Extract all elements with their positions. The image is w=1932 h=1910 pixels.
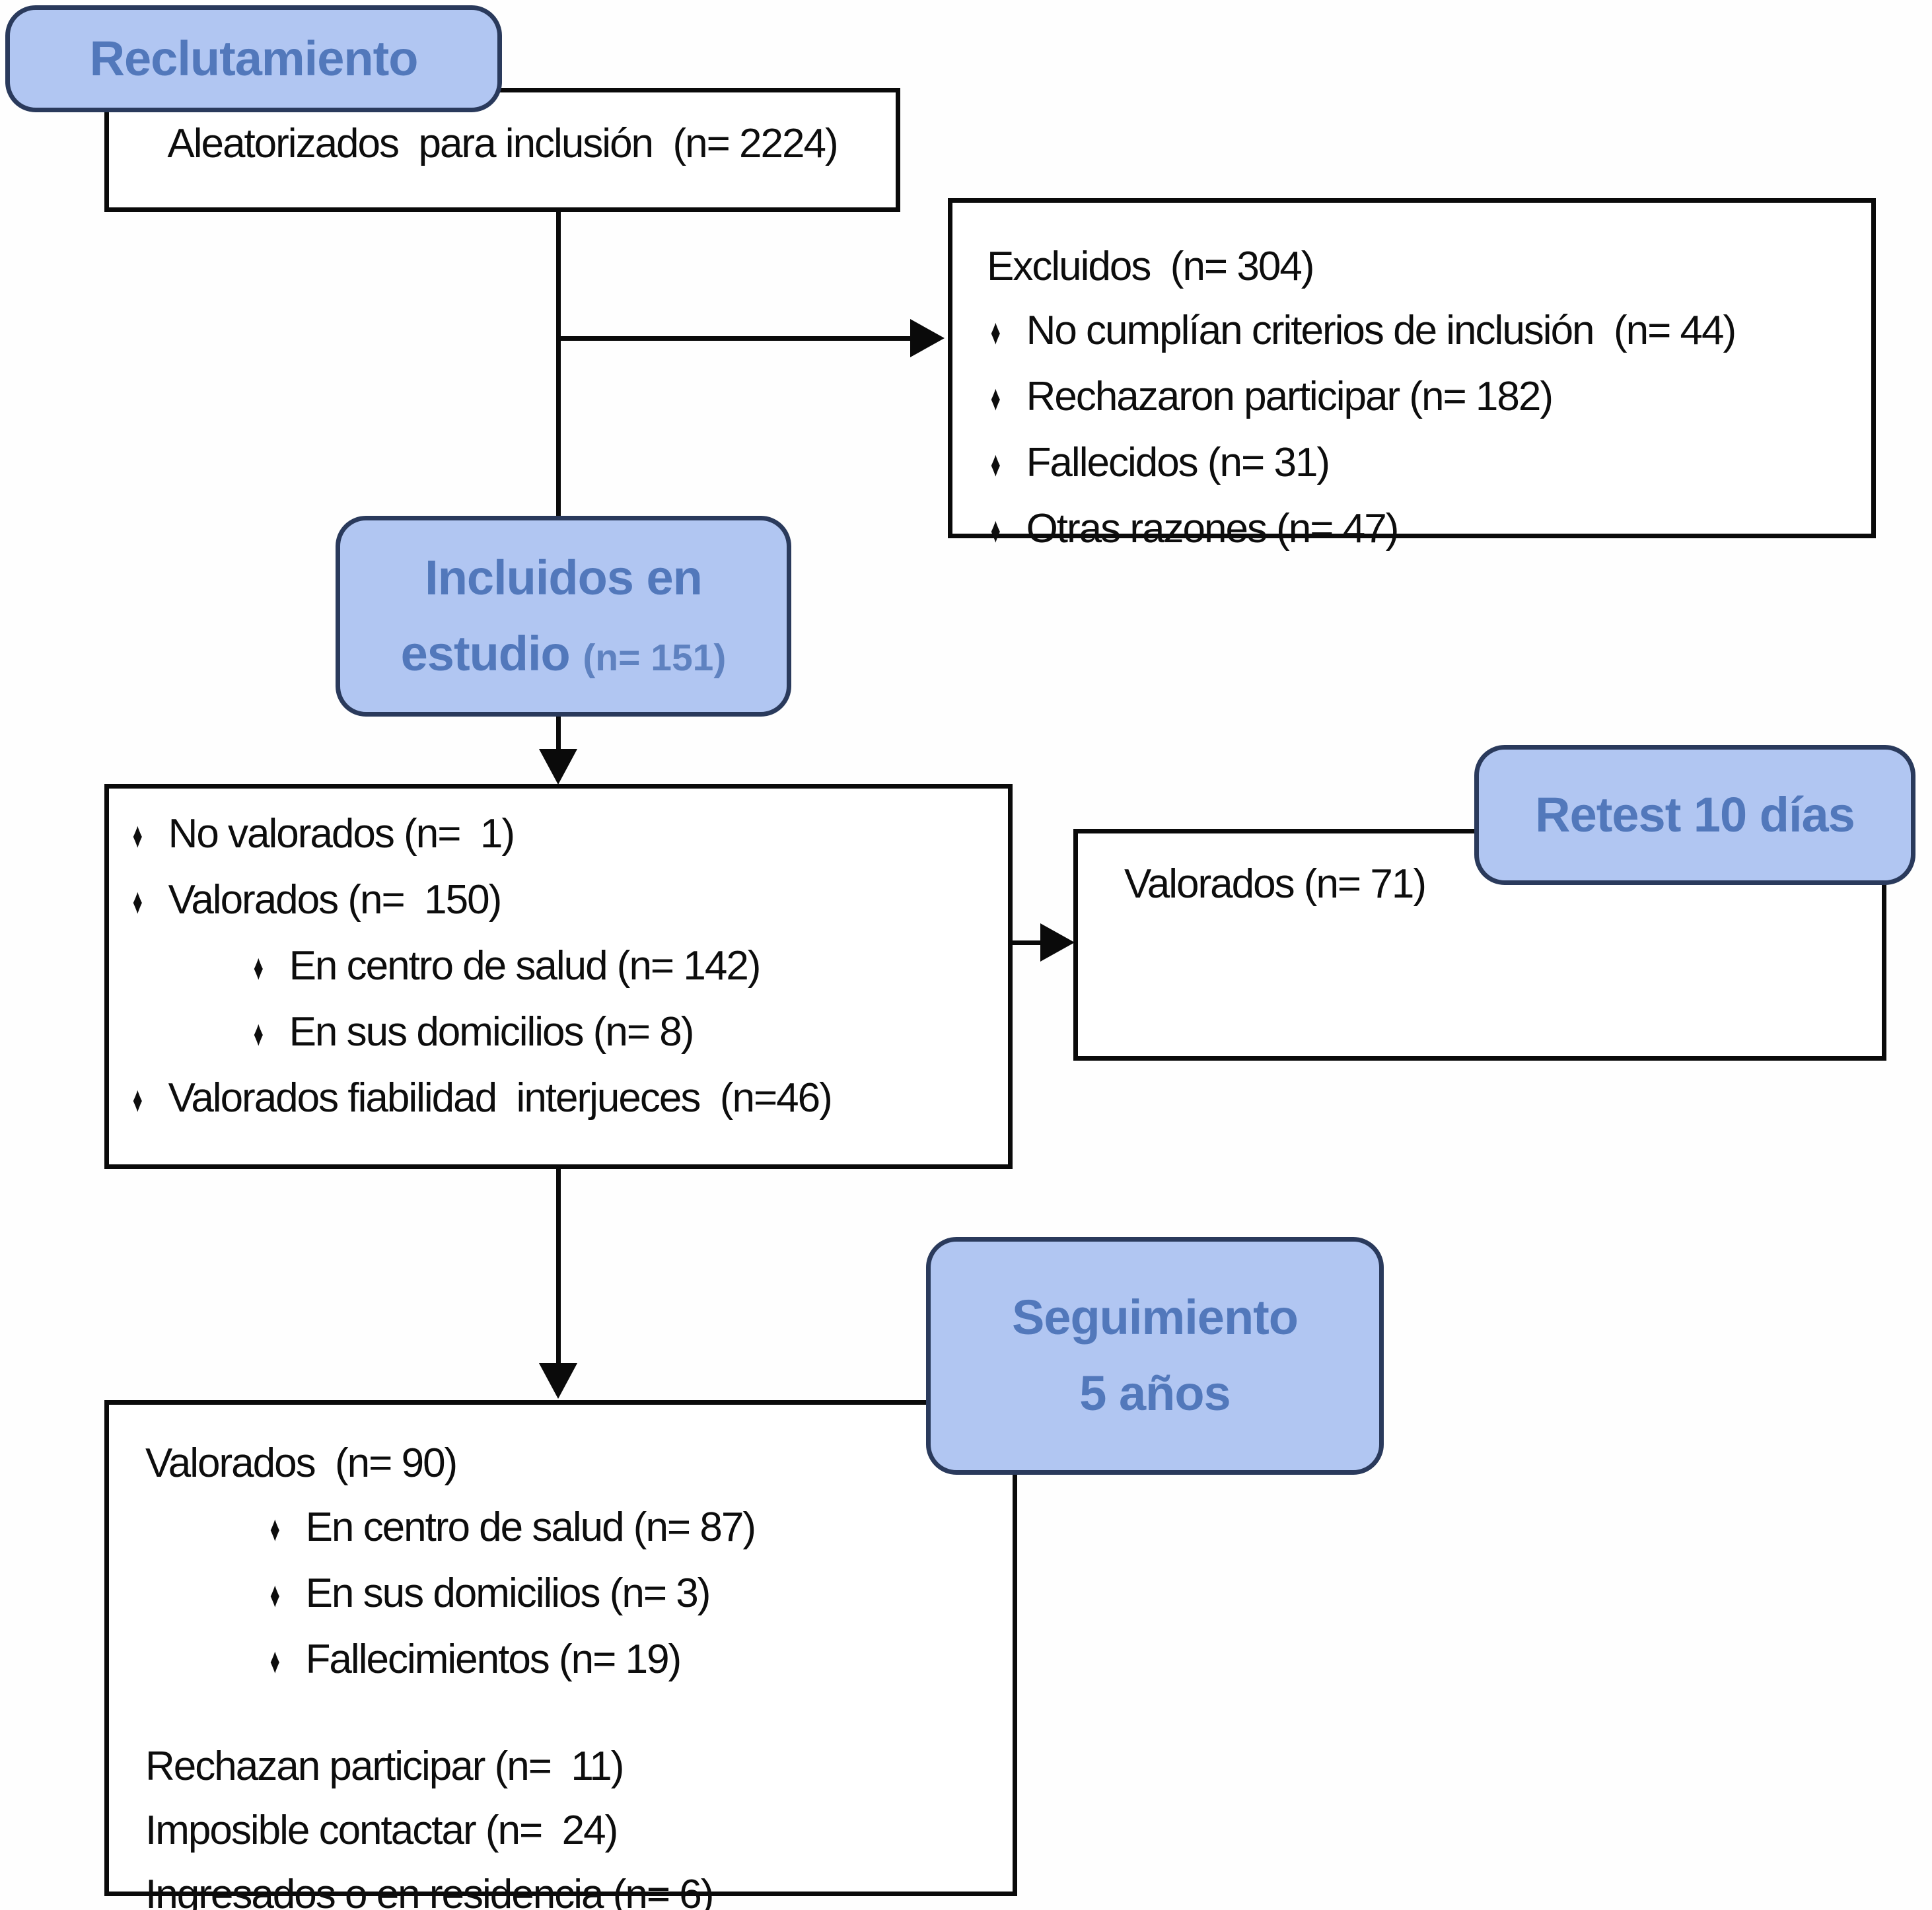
excluded-item-text: Rechazaron participar (n= 182) [1026, 374, 1554, 419]
diamond-bullet-icon: ♦ [990, 378, 1001, 418]
diamond-bullet-icon: ♦ [269, 1509, 280, 1549]
followup-phase-box: Seguimiento 5 años [926, 1237, 1384, 1475]
assessment-item-text: En sus domicilios (n= 8) [289, 1009, 695, 1055]
arrowhead-excluded [910, 319, 945, 357]
randomized-box: Aleatorizados para inclusión (n= 2224) [104, 88, 900, 212]
diamond-bullet-icon: ♦ [132, 1080, 143, 1119]
followup-lead: Valorados (n= 90) [145, 1440, 458, 1486]
excluded-item-text: Fallecidos (n= 31) [1026, 440, 1331, 485]
assessment-item: ♦ Valorados fiabilidad interjueces (n=46… [129, 1066, 995, 1132]
arrowhead-assessment [539, 749, 577, 785]
arrowhead-followup [539, 1363, 577, 1399]
diamond-bullet-icon: ♦ [253, 1014, 264, 1053]
included-phase-line2: estudio [400, 626, 583, 681]
assessment-item-text: No valorados (n= 1) [168, 811, 515, 857]
followup-extra-line: Rechazan participar (n= 11) [145, 1744, 624, 1789]
assessment-item: ♦ En centro de salud (n= 142) [129, 934, 995, 1000]
followup-extra-line: Ingresados o en residencia (n= 6) [145, 1872, 714, 1910]
assessment-item: ♦ Valorados (n= 150) [129, 868, 995, 934]
followup-phase-line1: Seguimiento [1011, 1290, 1299, 1345]
followup-phase-line2: 5 años [1079, 1366, 1231, 1421]
excluded-item: ♦ Fallecidos (n= 31) [987, 431, 1845, 497]
connector-branch-to-excluded [556, 336, 913, 341]
excluded-item: ♦ Rechazaron participar (n= 182) [987, 365, 1845, 431]
followup-item-text: Fallecimientos (n= 19) [305, 1637, 682, 1682]
assessment-item: ♦ No valorados (n= 1) [129, 802, 995, 868]
assessment-item-text: En centro de salud (n= 142) [289, 943, 762, 989]
retest-phase-box: Retest 10 días [1474, 745, 1915, 885]
followup-extra-line: Imposible contactar (n= 24) [145, 1808, 618, 1853]
connector-assessment-to-followup [556, 1166, 561, 1366]
connector-included-to-assessment [556, 715, 561, 753]
diamond-bullet-icon: ♦ [132, 816, 143, 855]
diamond-bullet-icon: ♦ [132, 882, 143, 921]
diamond-bullet-icon: ♦ [990, 444, 1001, 484]
assessment-box: ♦ No valorados (n= 1) ♦ Valorados (n= 15… [104, 784, 1013, 1169]
followup-item: ♦ En sus domicilios (n= 3) [145, 1561, 999, 1627]
assessment-item-text: Valorados (n= 150) [168, 877, 503, 923]
excluded-item-text: No cumplían criterios de inclusión (n= 4… [1026, 308, 1737, 353]
arrowhead-retest [1040, 923, 1075, 962]
connector-assessment-to-retest [1011, 940, 1044, 945]
included-phase-count: (n= 151) [583, 637, 727, 679]
followup-item-text: En centro de salud (n= 87) [305, 1504, 756, 1550]
included-phase-box: Incluidos en estudio (n= 151) [336, 516, 791, 717]
included-phase-line1: Incluidos en [425, 550, 703, 606]
followup-box: Valorados (n= 90) ♦ En centro de salud (… [104, 1400, 1017, 1910]
excluded-item: ♦ Otras razones (n= 47) [987, 497, 1845, 563]
excluded-item-text: Otras razones (n= 47) [1026, 506, 1400, 551]
excluded-title: Excluidos (n= 304) [987, 244, 1314, 289]
followup-item: ♦ Fallecimientos (n= 19) [145, 1627, 999, 1693]
diamond-bullet-icon: ♦ [269, 1575, 280, 1615]
recruitment-phase-box: Reclutamiento [5, 5, 502, 112]
connector-randomized-to-included [556, 210, 561, 517]
diamond-bullet-icon: ♦ [990, 312, 1001, 352]
diamond-bullet-icon: ♦ [269, 1641, 280, 1681]
followup-item: ♦ En centro de salud (n= 87) [145, 1495, 999, 1561]
randomized-text: Aleatorizados para inclusión (n= 2224) [167, 121, 838, 166]
retest-phase-label: Retest 10 días [1535, 787, 1855, 842]
recruitment-phase-label: Reclutamiento [89, 31, 419, 86]
diamond-bullet-icon: ♦ [990, 511, 1001, 550]
excluded-box: Excluidos (n= 304) ♦ No cumplían criteri… [948, 198, 1876, 551]
assessment-item-text: Valorados fiabilidad interjueces (n=46) [168, 1075, 833, 1121]
assessment-item: ♦ En sus domicilios (n= 8) [129, 1000, 995, 1066]
diamond-bullet-icon: ♦ [253, 948, 264, 987]
followup-item-text: En sus domicilios (n= 3) [305, 1571, 711, 1616]
retest-assessed-text: Valorados (n= 71) [1124, 861, 1427, 907]
excluded-item: ♦ No cumplían criterios de inclusión (n=… [987, 299, 1845, 365]
